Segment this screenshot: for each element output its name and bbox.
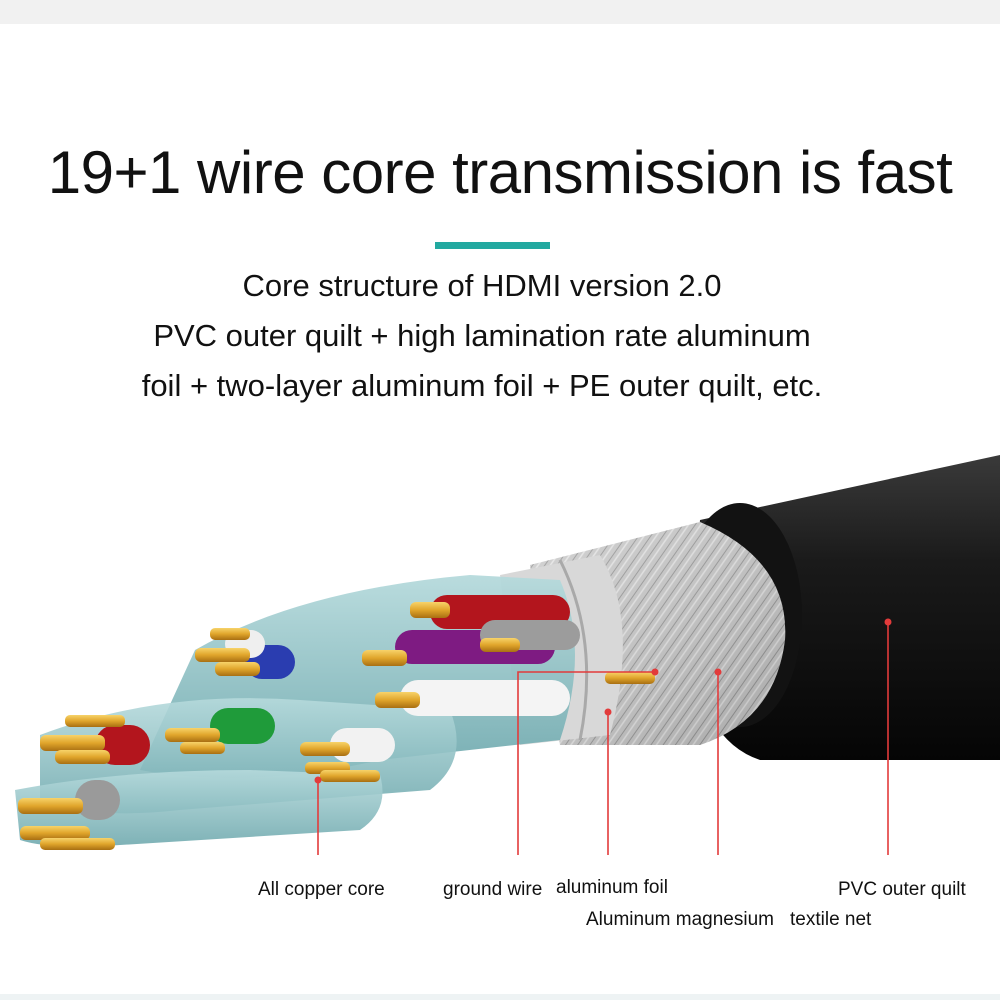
top-strip	[0, 0, 1000, 24]
label-textile-net: textile net	[790, 909, 872, 930]
bottom-strip	[0, 994, 1000, 1000]
page-title: 19+1 wire core transmission is fast	[47, 139, 953, 206]
label-aluminum-magnesium: Aluminum magnesium	[586, 909, 774, 930]
label-aluminum-foil: aluminum foil	[556, 877, 668, 898]
subtitle-line-3: foil + two-layer aluminum foil + PE oute…	[141, 368, 823, 403]
copper-conductors	[18, 602, 655, 850]
subtitle-line-1: Core structure of HDMI version 2.0	[242, 268, 722, 303]
label-pvc-outer-quilt: PVC outer quilt	[838, 879, 966, 900]
label-ground-wire: ground wire	[443, 879, 543, 900]
subtitle-line-2: PVC outer quilt + high lamination rate a…	[153, 318, 811, 353]
callout-lines	[314, 618, 892, 855]
accent-bar	[435, 242, 550, 249]
label-all-copper-core: All copper core	[258, 879, 385, 900]
cable-illustration	[15, 455, 1000, 855]
